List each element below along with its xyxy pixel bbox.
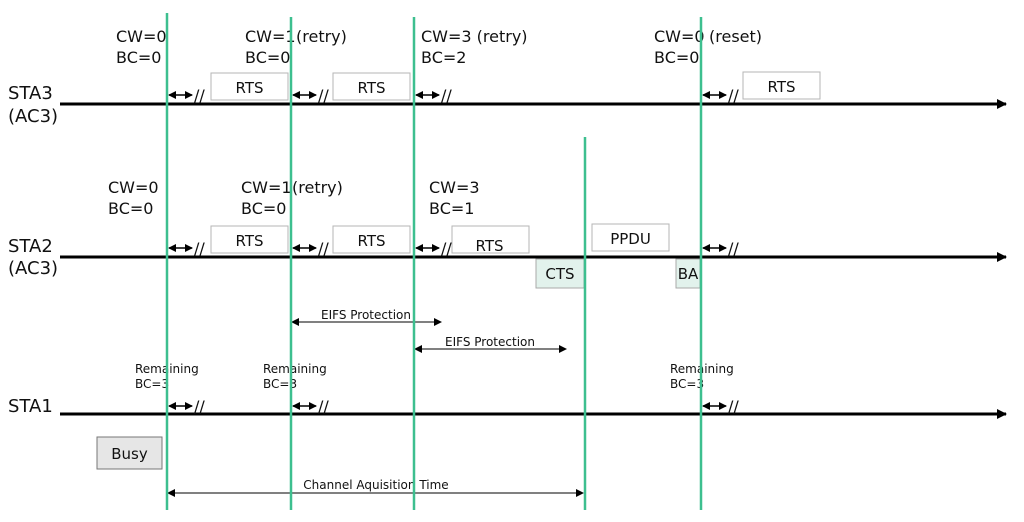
busy-box — [96, 436, 163, 470]
sta1-remaining-bc-1: BC=3 — [135, 377, 169, 391]
sta2-label: STA2 — [8, 236, 53, 257]
backoff-slash: // — [194, 239, 205, 258]
sta2-cw-0: CW=0 — [108, 178, 159, 197]
channel-acquisition-label: Channel Aquisition Time — [303, 478, 448, 492]
backoff-slash: // — [441, 239, 452, 258]
backoff-slash: // — [441, 86, 452, 105]
sta3-note-3: (reset) — [709, 27, 762, 46]
sta1-label: STA1 — [8, 396, 53, 417]
sta2-rts-label-1: RTS — [235, 232, 263, 250]
sta3-rts-label-2: RTS — [357, 79, 385, 97]
busy-label: Busy — [111, 445, 148, 463]
sta2-ppdu-label: PPDU — [610, 230, 651, 248]
sta2-rts-label-3: RTS — [475, 237, 503, 255]
sta2-rts-label-2: RTS — [357, 232, 385, 250]
sta3-rts-frame-3 — [742, 71, 821, 100]
sta2-ac-label: (AC3) — [8, 258, 58, 279]
eifs-label-1: EIFS Protection — [321, 308, 411, 322]
backoff-slash: // — [194, 397, 205, 416]
sta2-rts-frame-3 — [451, 225, 530, 254]
backoff-slash: // — [728, 86, 739, 105]
sta2-cw-1: CW=1 — [241, 178, 292, 197]
sta2-bc-2: BC=1 — [429, 199, 474, 218]
sta3-rts-label-1: RTS — [235, 79, 263, 97]
sta3-note-1: (retry) — [296, 27, 347, 46]
backoff-markers: // // // // // // // // // // // — [168, 86, 739, 416]
sta3-cw-2: CW=3 (retry) — [421, 27, 528, 46]
ba-label: BA — [678, 265, 699, 283]
sta1-remaining-2: Remaining — [263, 362, 327, 376]
sta3-bc-3: BC=0 — [654, 48, 699, 67]
sta2-rts-frame-2 — [332, 225, 411, 254]
backoff-slash: // — [318, 86, 329, 105]
sta3-rts-frame-1 — [210, 72, 289, 101]
sta3-cw-0: CW=0 — [116, 27, 167, 46]
backoff-slash: // — [194, 86, 205, 105]
sta1-remaining-bc-3: BC=3 — [670, 377, 704, 391]
sta3-rts-frame-2 — [332, 72, 411, 101]
backoff-slash: // — [728, 239, 739, 258]
cts-label: CTS — [545, 265, 574, 283]
sta2-cw-2: CW=3 — [429, 178, 480, 197]
sta3-bc-0: BC=0 — [116, 48, 161, 67]
sta3-rts-label-3: RTS — [767, 78, 795, 96]
cts-frame — [535, 258, 585, 289]
sta2-rts-frame-1 — [210, 225, 289, 254]
sta2-ppdu-frame — [591, 223, 670, 252]
sta2-note-1: (retry) — [292, 178, 343, 197]
sta3-bc-1: BC=0 — [245, 48, 290, 67]
eifs-label-2: EIFS Protection — [445, 335, 535, 349]
sta2-bc-0: BC=0 — [108, 199, 153, 218]
sta3-bc-2: BC=2 — [421, 48, 466, 67]
backoff-slash: // — [318, 397, 329, 416]
sta2-bc-1: BC=0 — [241, 199, 286, 218]
sta3-ac-label: (AC3) — [8, 106, 58, 127]
sta3-cw-3: CW=0 — [654, 27, 705, 46]
sta3-cw-1: CW=1 — [245, 27, 296, 46]
backoff-slash: // — [728, 397, 739, 416]
backoff-slash: // — [318, 239, 329, 258]
sta3-label: STA3 — [8, 83, 53, 104]
sta1-remaining-bc-2: BC=3 — [263, 377, 297, 391]
